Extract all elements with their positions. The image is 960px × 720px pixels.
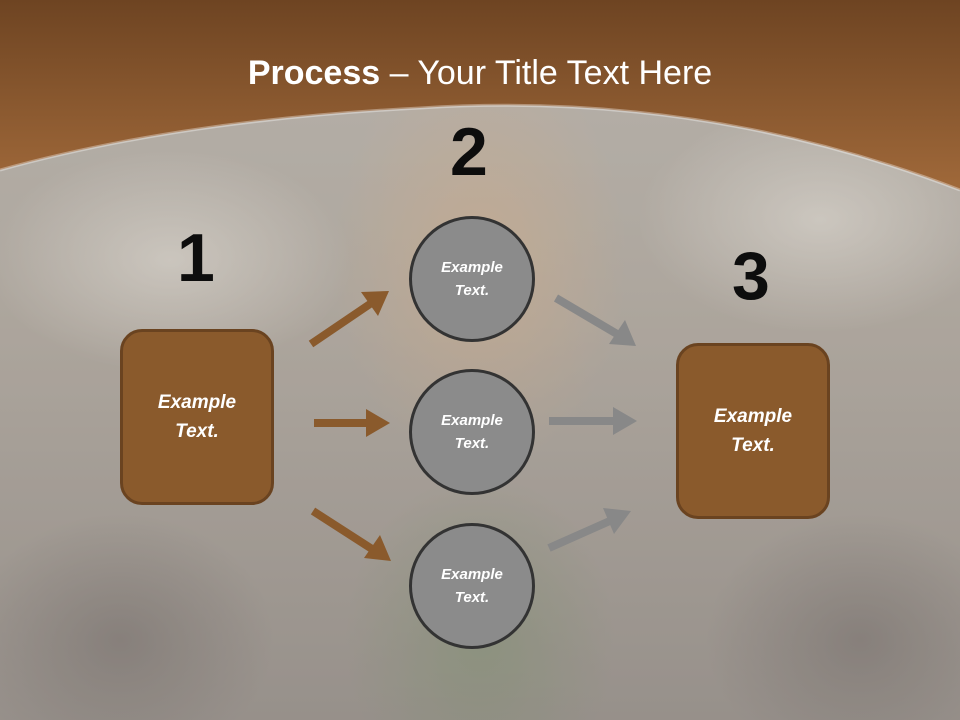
right-box[interactable]: Example Text. <box>676 343 830 519</box>
circle-middle[interactable]: Example Text. <box>409 369 535 495</box>
circle-bottom-line1: Example <box>441 566 503 583</box>
step-number-1: 1 <box>177 220 215 296</box>
circle-middle-line2: Text. <box>454 435 490 452</box>
arrow-left-up <box>308 291 389 348</box>
title-bold: Process <box>247 54 381 92</box>
arrow-right-mid <box>549 407 637 435</box>
left-box[interactable]: Example Text. <box>120 329 274 505</box>
circle-middle-line1: Example <box>441 412 503 429</box>
circle-bottom[interactable]: Example Text. <box>409 523 535 649</box>
left-box-line1: Example <box>157 392 237 413</box>
circle-bottom-line2: Text. <box>454 589 490 606</box>
step-number-2: 2 <box>450 114 488 190</box>
circle-top[interactable]: Example Text. <box>409 216 535 342</box>
arrow-right-up <box>547 508 631 552</box>
left-box-line2: Text. <box>175 421 219 442</box>
step-number-3: 3 <box>732 238 770 314</box>
right-box-line2: Text. <box>731 435 775 456</box>
circle-top-line1: Example <box>441 259 503 276</box>
arrow-right-down <box>553 294 636 346</box>
circle-top-line2: Text. <box>454 282 490 299</box>
title-rest: – Your Title Text Here <box>380 54 713 92</box>
arrow-left-mid <box>314 409 390 437</box>
page-title: Process – Your Title Text Here <box>0 54 960 93</box>
arrow-left-down <box>310 507 391 561</box>
header-banner <box>0 0 960 192</box>
right-box-line1: Example <box>713 406 793 427</box>
